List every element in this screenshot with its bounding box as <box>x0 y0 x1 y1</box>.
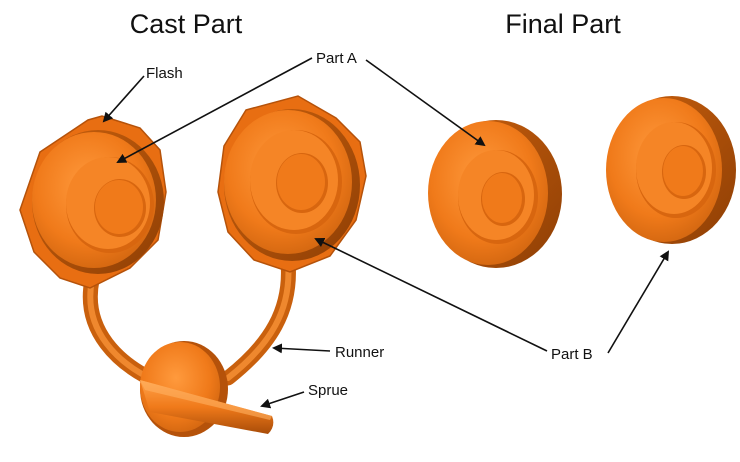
flash-label: Flash <box>146 65 183 82</box>
part-b-label: Part B <box>551 346 593 363</box>
cast-part-right <box>217 95 367 273</box>
part-b-arrow-right <box>607 250 670 354</box>
sprue-arrow <box>260 391 305 409</box>
final-part-a <box>428 120 562 268</box>
label-flash-group: Flash <box>102 65 183 123</box>
cast-part-title: Cast Part <box>130 9 243 39</box>
sprue <box>140 341 274 437</box>
sprue-label: Sprue <box>308 382 348 399</box>
part-a-label: Part A <box>316 50 357 67</box>
runner-arrow <box>272 343 331 354</box>
label-part-b-group: Part B <box>314 237 670 363</box>
runner-label: Runner <box>335 344 384 361</box>
part-a-arrow-right <box>365 59 486 147</box>
cast-part-left <box>19 115 167 289</box>
label-runner-group: Runner <box>272 343 384 361</box>
cast-part-assembly <box>19 95 367 437</box>
part-a-arrow-left <box>116 57 313 163</box>
label-part-a-group: Part A <box>116 50 486 163</box>
final-part-title: Final Part <box>505 9 621 39</box>
label-sprue-group: Sprue <box>260 382 348 409</box>
part-b-arrow-left <box>314 237 548 352</box>
flash-arrow <box>102 75 145 123</box>
final-part-b <box>606 96 736 244</box>
